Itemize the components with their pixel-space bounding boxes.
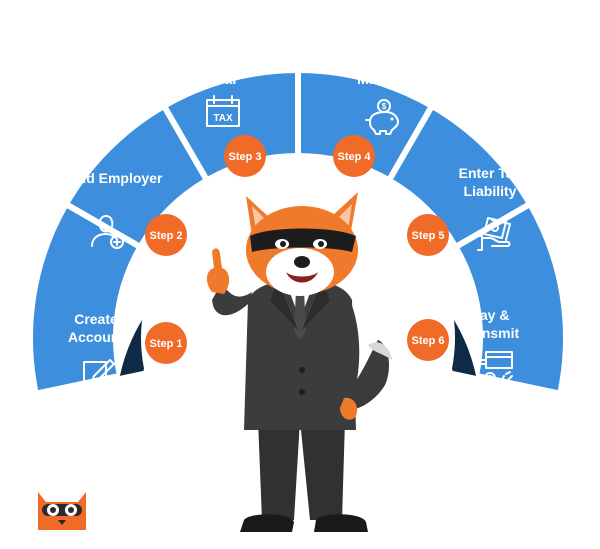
mascot-head bbox=[246, 192, 358, 296]
card-payment-icon bbox=[479, 351, 513, 385]
step-2-label: Add Employer bbox=[68, 170, 163, 186]
raccoon-mascot bbox=[206, 192, 392, 532]
segment-icons: TAX $ bbox=[83, 95, 513, 389]
tax-calendar-icon: TAX bbox=[206, 95, 240, 127]
step-badge-label: Step 4 bbox=[337, 151, 371, 163]
step-badge-label: Step 5 bbox=[411, 230, 444, 242]
step-4-badge: Step 4 bbox=[333, 135, 375, 177]
step-6-label: Transmit bbox=[461, 325, 520, 341]
step-badge-label: Step 3 bbox=[228, 151, 261, 163]
step-badge-label: Step 6 bbox=[411, 335, 444, 347]
step-badges: Step 1 Step 2 Step 3 Step 4 Step 5 Step 6 bbox=[145, 135, 449, 364]
step-5-label: Liability bbox=[464, 183, 517, 199]
step-2-badge: Step 2 bbox=[145, 214, 187, 256]
wheel-segments bbox=[27, 66, 569, 398]
piggy-bank-icon: $ bbox=[365, 99, 399, 135]
segment-step-6 bbox=[451, 199, 569, 398]
pencil-edit-icon bbox=[83, 359, 115, 389]
step-5-badge: Step 5 bbox=[407, 214, 449, 256]
mascot-tail bbox=[345, 340, 392, 410]
step-badge-label: Step 2 bbox=[149, 230, 182, 242]
step-4-label: Enter Deposit bbox=[329, 53, 420, 69]
left-shoe bbox=[240, 514, 294, 532]
step-6-badge: Step 6 bbox=[407, 319, 449, 361]
step-3-badge: Step 3 bbox=[224, 135, 266, 177]
step-5-label: Enter Tax bbox=[459, 165, 522, 181]
step-1-label: Account bbox=[68, 329, 124, 345]
step-badge-label: Step 1 bbox=[149, 338, 182, 350]
user-add-icon bbox=[91, 215, 124, 249]
right-shoe bbox=[314, 514, 368, 532]
step-3-label: Choose Tax bbox=[184, 53, 263, 69]
svg-text:$: $ bbox=[382, 102, 387, 111]
step-1-label: Create bbox=[74, 311, 118, 327]
owl-logo-icon bbox=[38, 492, 86, 530]
svg-text:TAX: TAX bbox=[213, 113, 233, 124]
step-1-badge: Step 1 bbox=[145, 322, 187, 364]
step-4-label: Made bbox=[357, 71, 393, 87]
step-6-label: Pay & bbox=[471, 307, 510, 323]
step-3-label: Year bbox=[208, 71, 238, 87]
cash-hand-icon bbox=[477, 217, 511, 251]
